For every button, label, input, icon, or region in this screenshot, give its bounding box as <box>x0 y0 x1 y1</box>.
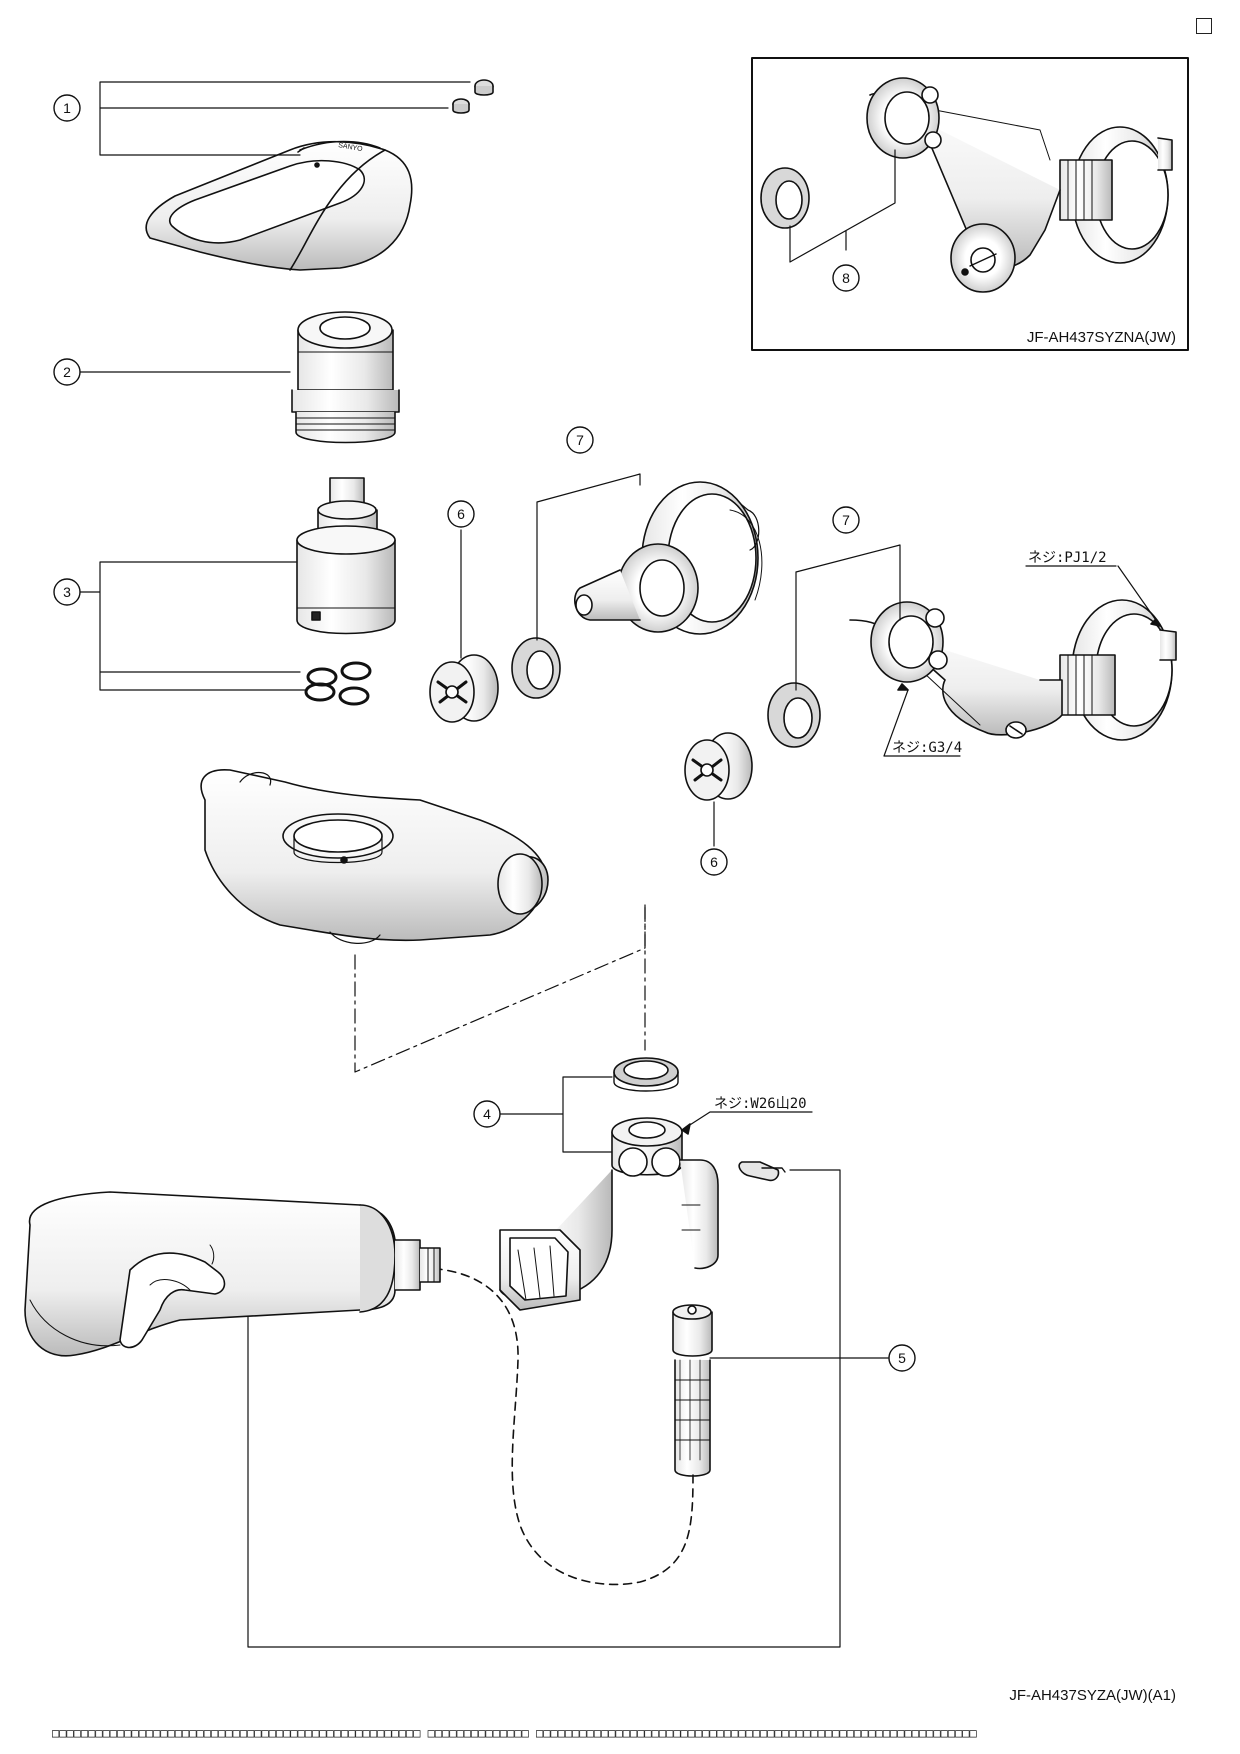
callout-circles <box>53 94 916 1372</box>
gasket-7b <box>767 682 821 748</box>
cartridge-nut <box>291 311 400 444</box>
callout-8: 8 <box>842 270 850 286</box>
thread-label-g34: ネジ:G3/4 <box>892 740 962 756</box>
hand-shower <box>24 1191 441 1357</box>
callout-circle-3 <box>53 578 81 606</box>
callout-circle-2 <box>53 358 81 386</box>
corner-checkbox <box>1196 18 1212 34</box>
callout-3: 3 <box>63 584 71 600</box>
callout-circle-7b <box>832 506 860 534</box>
callout-6b: 6 <box>710 854 718 870</box>
callout-circle-6b <box>700 848 728 876</box>
screw-cap-bottom <box>452 98 470 114</box>
callout-1: 1 <box>63 100 71 116</box>
check-valve-lower <box>684 732 753 801</box>
callout-2: 2 <box>63 364 71 380</box>
callout-circle-7a <box>566 426 594 454</box>
eccentric-joint-elbow <box>849 599 1177 741</box>
callout-7a: 7 <box>576 432 584 448</box>
callout-circle-6a <box>447 500 475 528</box>
variant-inset-box <box>751 57 1189 351</box>
lever-handle: SANYO <box>145 140 413 271</box>
gasket-7a <box>511 637 561 699</box>
callout-6a: 6 <box>457 506 465 522</box>
svg-text:SANYO: SANYO <box>338 142 364 153</box>
callout-circle-4 <box>473 1100 501 1128</box>
inset-model-label: JF-AH437SYZNA(JW) <box>1027 329 1176 346</box>
spout-gasket <box>613 1057 679 1092</box>
thread-label-w26: ネジ:W26山20 <box>714 1096 807 1112</box>
diverter-body <box>499 1117 719 1311</box>
eccentric-joint-straight <box>574 481 763 635</box>
cartridge <box>296 477 396 635</box>
thread-label-pj: ネジ:PJ1/2 <box>1028 550 1107 566</box>
callout-5: 5 <box>898 1350 906 1366</box>
callout-7b: 7 <box>842 512 850 528</box>
callout-circle-1 <box>53 94 81 122</box>
callout-circle-8 <box>832 264 860 292</box>
inset-gasket <box>760 167 810 229</box>
screw-cap-top <box>474 79 494 96</box>
callout-circle-5 <box>888 1344 916 1372</box>
hose-clip <box>738 1161 786 1182</box>
inset-elbow-joint <box>866 77 1173 293</box>
main-model-label: JF-AH437SYZA(JW)(A1) <box>1009 1687 1176 1704</box>
faucet-body <box>200 769 549 944</box>
check-valve-upper <box>429 654 499 723</box>
hose-fitting <box>672 1304 713 1477</box>
footer-notice-text: □□□□□□□□□□□□□□□□□□□□□□□□□□□□□□□□□□□□□□□□… <box>52 1726 977 1740</box>
callout-4: 4 <box>483 1106 491 1122</box>
o-rings <box>304 661 372 706</box>
